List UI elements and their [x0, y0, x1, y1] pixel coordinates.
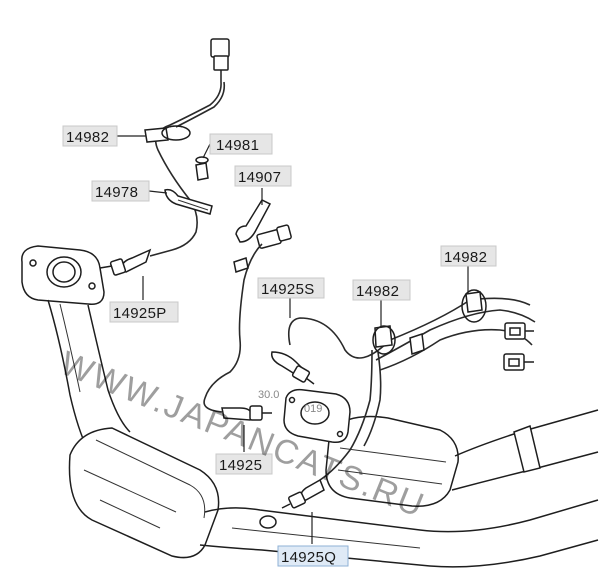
- label-14982-right: 14982: [444, 249, 487, 266]
- rear-sensor-harness: [270, 289, 536, 509]
- label-14907: 14907: [238, 169, 281, 186]
- label-14982-mid: 14982: [356, 283, 399, 300]
- label-14925s: 14925S: [261, 281, 315, 298]
- label-14978: 14978: [95, 184, 138, 201]
- label-14925q: 14925Q: [281, 549, 336, 566]
- label-14981: 14981: [216, 137, 259, 154]
- gasket-ghost-text-b: 019: [304, 403, 322, 415]
- part-number-labels: 14982 14981 14978 14907 14982 14982 1492…: [62, 125, 497, 567]
- exhaust-pipe-assembly: 30.0 019: [21, 245, 599, 568]
- front-sensor-harness: [99, 38, 230, 276]
- gasket-ghost-text-a: 30.0: [258, 389, 279, 401]
- label-14982-top: 14982: [66, 129, 109, 146]
- label-14925: 14925: [219, 457, 262, 474]
- leader-lines: [117, 135, 469, 544]
- middle-sensor-harness: [203, 199, 292, 421]
- label-14925p: 14925P: [113, 305, 167, 322]
